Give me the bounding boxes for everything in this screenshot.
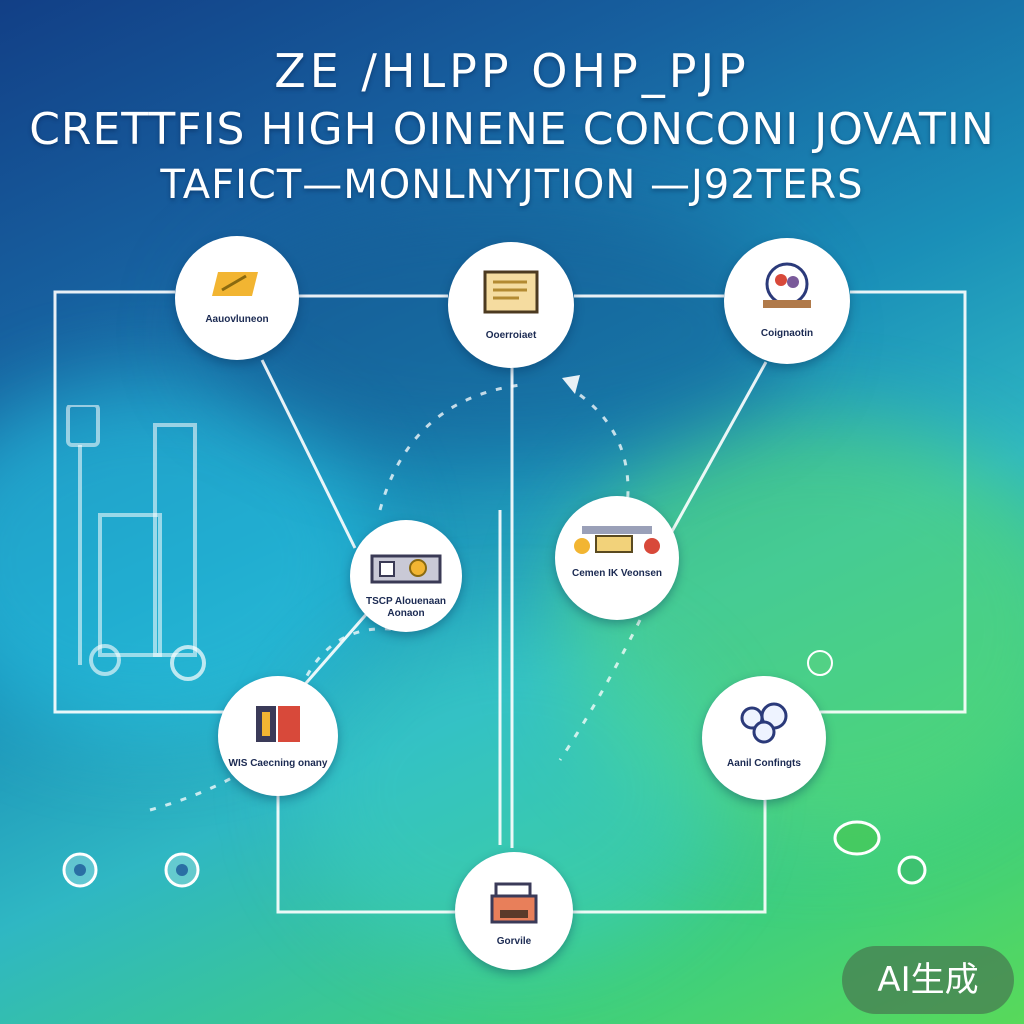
cloud-network-icon: [734, 700, 794, 753]
connector-line: [260, 359, 357, 549]
node-label: Ooerroiaet: [485, 330, 537, 341]
connector-line: [668, 361, 768, 536]
frame-line: [572, 800, 767, 914]
node-mid-left: TSCP Alouenaan Aonaon: [350, 520, 462, 632]
node-label: Coignaotin: [760, 328, 814, 339]
node-top-left: Aauovluneon: [175, 236, 299, 360]
frame-line: [820, 290, 967, 714]
document-screen-icon: [483, 270, 539, 319]
decorative-machine: [60, 403, 210, 695]
frame-line: [53, 290, 230, 714]
dashed-arc: [298, 627, 401, 691]
node-label: WIS Caecning onany: [228, 758, 328, 769]
node-label: Gorvile: [496, 936, 532, 947]
machine-icon: [572, 522, 662, 567]
dashed-arc: [378, 383, 521, 511]
connector-line: [298, 609, 372, 691]
title-line-2: CRETTFIS HIGH OINENE CONCONI JOVATIN: [29, 104, 995, 155]
node-top-center: Ooerroiaet: [448, 242, 574, 368]
arrow-head: [562, 375, 580, 394]
node-label: Cemen IK Veonsen: [571, 568, 663, 579]
ai-generated-badge: AI生成: [842, 946, 1014, 1014]
node-label: Aauovluneon: [205, 314, 269, 325]
dashed-arc: [558, 619, 642, 761]
dashed-arc: [579, 393, 630, 521]
node-label: TSCP Alouenaan Aonaon: [365, 596, 446, 619]
ticket-icon: [212, 266, 262, 307]
frame-line: [276, 795, 455, 914]
title-line-1: ZE /HLPP OHP_PJP: [274, 44, 750, 98]
title-line-3: TAFICT—MONLNYJTION —J92TERS: [160, 162, 864, 208]
node-top-right: Coignaotin: [724, 238, 850, 364]
node-mid-right: Cemen IK Veonsen: [555, 496, 679, 620]
node-bottom-center: Gorvile: [455, 852, 573, 970]
decorative-gear-icon: [58, 848, 102, 897]
decorative-leaf-icon: [805, 648, 835, 683]
node-bottom-right: Aanil Confingts: [702, 676, 826, 800]
dashed-arc: [149, 758, 261, 812]
server-rack-icon: [250, 700, 306, 751]
node-label: Aanil Confingts: [727, 758, 801, 769]
decorative-leaf-icon: [830, 815, 884, 866]
device-coin-icon: [370, 552, 442, 591]
node-bottom-left: WIS Caecning onany: [218, 676, 338, 796]
globe-people-icon: [755, 260, 819, 317]
decorative-gear-icon: [160, 848, 204, 897]
decorative-leaf-icon: [895, 853, 929, 892]
printer-icon: [486, 880, 542, 933]
